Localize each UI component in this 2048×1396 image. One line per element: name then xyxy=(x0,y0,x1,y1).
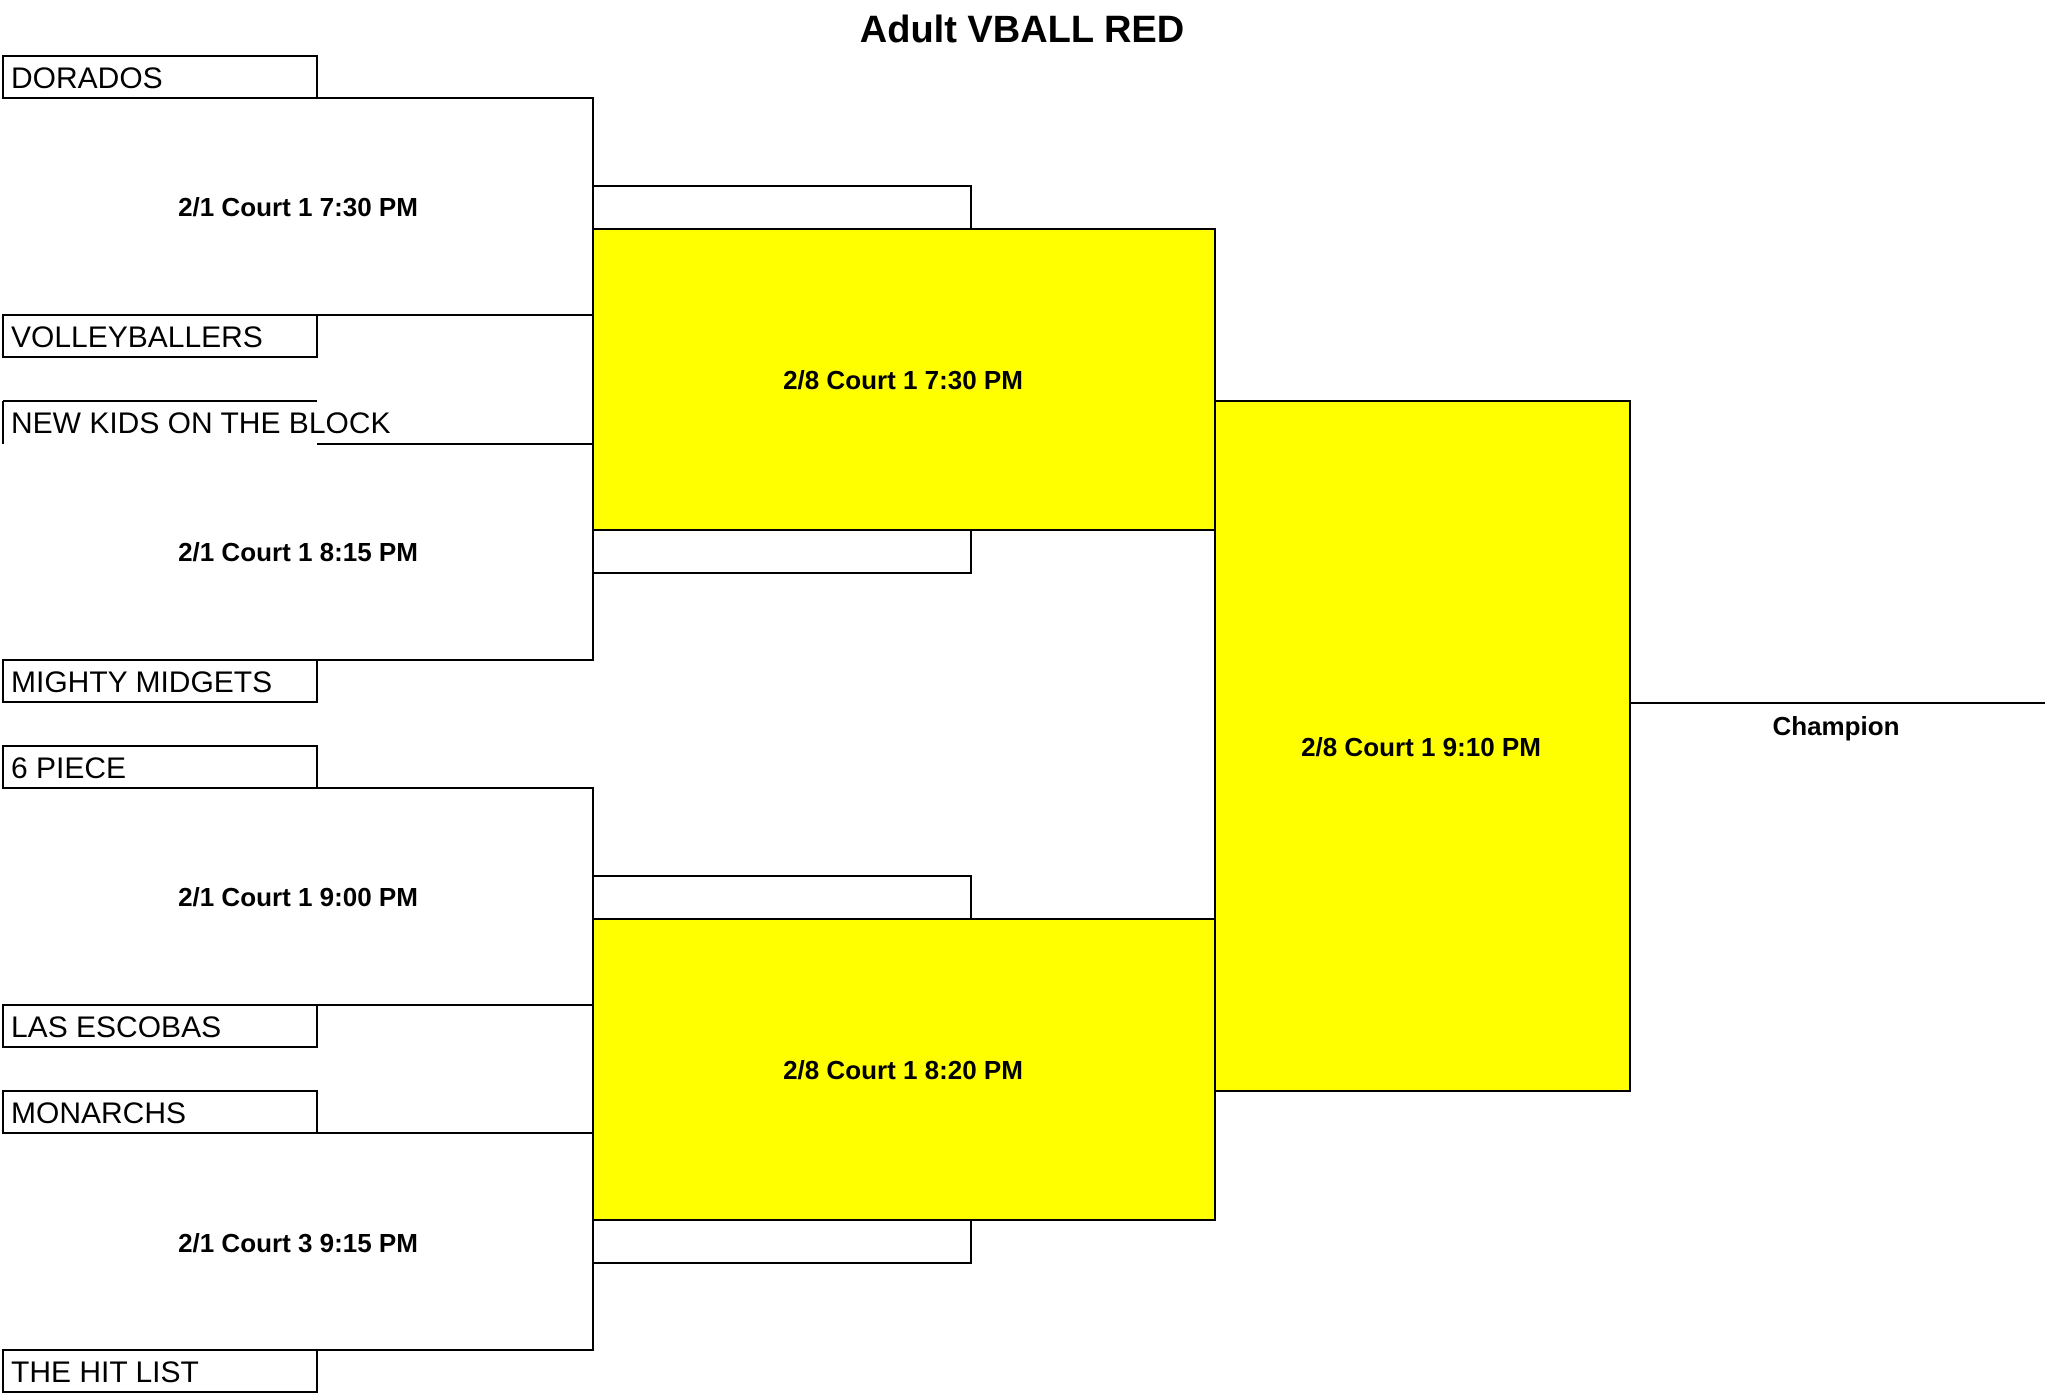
round1-game-label: 2/1 Court 1 9:00 PM xyxy=(178,882,418,912)
team-name: NEW KIDS ON THE BLOCK xyxy=(11,407,391,440)
round1-connector-1 xyxy=(317,97,594,316)
team-slot-1: DORADOS xyxy=(2,55,318,99)
team-slot-4: MIGHTY MIDGETS xyxy=(2,659,318,703)
round1-game-label: 2/1 Court 3 9:15 PM xyxy=(178,1228,418,1258)
team-slot-2: VOLLEYBALLERS xyxy=(2,314,318,358)
team-slot-6: LAS ESCOBAS xyxy=(2,1004,318,1048)
champion-label: Champion xyxy=(1772,711,1899,741)
round1-game-label: 2/1 Court 1 7:30 PM xyxy=(178,192,418,222)
winner-slot-3 xyxy=(593,875,972,919)
team-name: THE HIT LIST xyxy=(11,1356,199,1389)
team-name: 6 PIECE xyxy=(11,752,126,785)
team-name: VOLLEYBALLERS xyxy=(11,321,263,354)
winner-slot-4 xyxy=(593,1220,972,1264)
round1-connector-4 xyxy=(317,1132,594,1351)
winner-slot-2 xyxy=(593,530,972,574)
round1-connector-2 xyxy=(317,443,594,661)
semifinal-1-box xyxy=(592,228,1216,531)
winner-slot-1 xyxy=(593,185,972,229)
team-name: MIGHTY MIDGETS xyxy=(11,666,272,699)
round1-game-label: 2/1 Court 1 8:15 PM xyxy=(178,537,418,567)
round2-game-label: 2/8 Court 1 7:30 PM xyxy=(783,365,1023,395)
team-name: MONARCHS xyxy=(11,1097,186,1130)
team-slot-8: THE HIT LIST xyxy=(2,1349,318,1393)
bracket-title: Adult VBALL RED xyxy=(860,9,1184,51)
final-game-label: 2/8 Court 1 9:10 PM xyxy=(1301,732,1541,762)
semifinal-2-box xyxy=(592,918,1216,1221)
team-name: DORADOS xyxy=(11,62,163,95)
team-slot-3: NEW KIDS ON THE BLOCK xyxy=(2,400,391,444)
team-slot-7: MONARCHS xyxy=(2,1090,318,1134)
round2-game-label: 2/8 Court 1 8:20 PM xyxy=(783,1055,1023,1085)
team-slot-5: 6 PIECE xyxy=(2,745,318,789)
round1-connector-3 xyxy=(317,787,594,1006)
team-name: LAS ESCOBAS xyxy=(11,1011,221,1044)
final-box xyxy=(1214,400,1631,1092)
